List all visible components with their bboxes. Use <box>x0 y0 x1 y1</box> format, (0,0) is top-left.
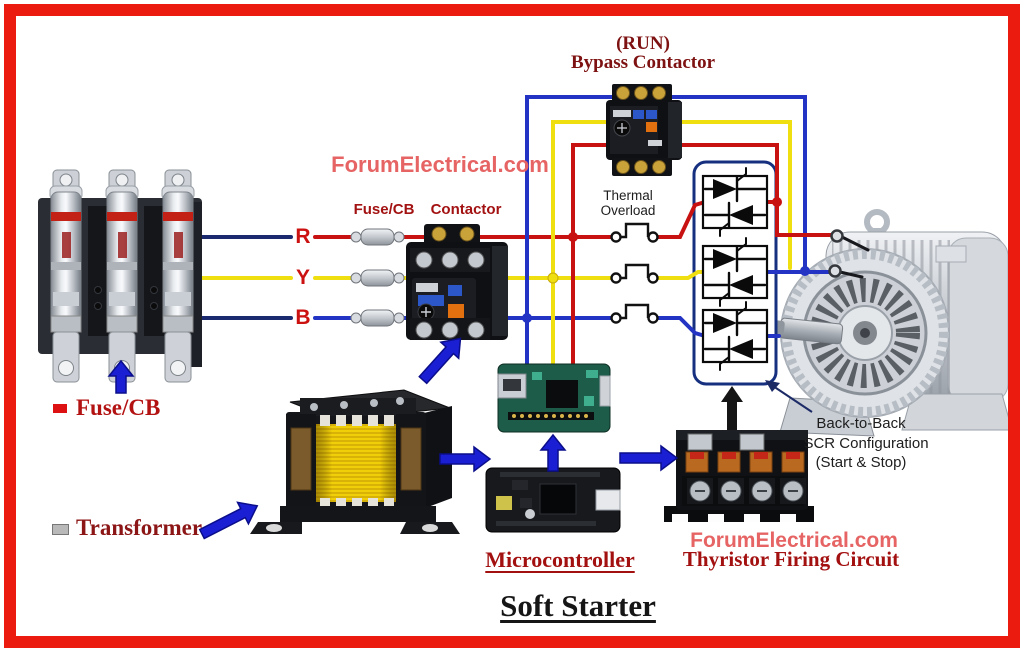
scr-pair-3 <box>701 301 769 371</box>
arrow-to-transformer <box>198 501 259 540</box>
scr-pairs <box>701 167 769 371</box>
phase-r-label: R <box>295 225 311 248</box>
scr-note-line1: Back-to-Back <box>816 415 906 432</box>
motor <box>771 209 1013 437</box>
legend-transformer-swatch <box>52 524 69 535</box>
thyristor-firing-module <box>664 430 814 522</box>
fuse-symbol-r <box>350 228 405 246</box>
run-label: (RUN) <box>616 33 670 54</box>
overload-symbol-r <box>610 222 659 243</box>
contactor-label: Contactor <box>430 201 502 218</box>
microcontroller-label: Microcontroller <box>485 547 635 572</box>
fuse-symbol-b <box>350 309 405 327</box>
scr-pair-2 <box>701 237 769 307</box>
junction-dots <box>522 197 810 323</box>
fuse-bank <box>38 169 202 383</box>
thyristor-firing-label: Thyristor Firing Circuit <box>682 547 900 571</box>
legend-transformer-label: Transformer <box>76 515 203 540</box>
bypass-contactor-device <box>606 84 682 176</box>
transformer <box>250 389 460 534</box>
thermal-overload-symbols <box>610 222 659 324</box>
thermal-overload-label-line1: Thermal <box>603 188 653 203</box>
arrow-to-contactor <box>418 337 462 385</box>
fuse-symbol-y <box>350 269 405 287</box>
thermal-overload-label-line2: Overload <box>600 203 656 218</box>
scr-note-line2: SCR Configuration <box>803 435 929 452</box>
flow-arrows <box>107 337 679 540</box>
arrow-micro-to-pcb <box>539 433 567 472</box>
arrow-micro-to-thyristor <box>619 444 679 472</box>
watermark-top: ForumElectrical.com <box>331 152 549 177</box>
microcontroller-board <box>485 467 621 533</box>
legend-fuse-swatch <box>53 404 67 413</box>
diagram-title: Soft Starter <box>500 588 656 623</box>
fuse-symbols <box>350 228 405 327</box>
motor-terminals <box>828 229 844 278</box>
arrow-thyristor-to-scr <box>721 386 743 430</box>
legend-fuse-label: Fuse/CB <box>76 395 161 420</box>
phase-b-label: B <box>295 306 311 329</box>
overload-symbol-b <box>610 303 659 324</box>
phase-y-label: Y <box>295 266 311 289</box>
arrow-to-fuse-bank <box>107 359 135 394</box>
interface-pcb <box>497 363 611 433</box>
scr-note-line3: (Start & Stop) <box>815 454 907 471</box>
scr-note-pointer-arrow <box>765 380 813 413</box>
overload-symbol-y <box>610 263 659 284</box>
scr-pair-1 <box>701 167 769 237</box>
arrow-transformer-to-micro <box>439 445 492 473</box>
watermark-bottom: ForumElectrical.com <box>690 529 898 552</box>
fuse-cb-label: Fuse/CB <box>353 201 415 218</box>
bypass-contactor-label: Bypass Contactor <box>570 52 716 73</box>
main-contactor <box>406 224 508 340</box>
